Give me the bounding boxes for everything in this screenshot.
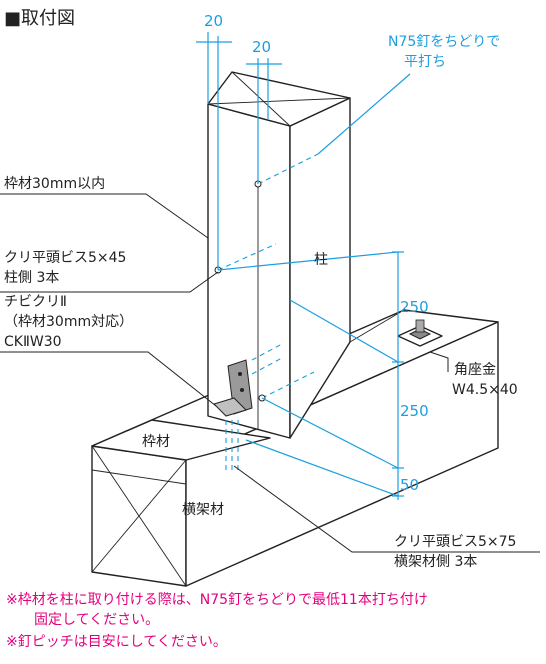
dim-20-left: 20	[204, 12, 223, 30]
dim-20-right: 20	[252, 38, 271, 56]
clip-bracket	[213, 359, 253, 417]
screw45-label-line1: クリ平頭ビス5×45	[4, 250, 126, 266]
clip-label-line1: チビクリⅡ	[4, 294, 67, 310]
diagram-title: ■取付図	[4, 8, 75, 29]
dim-250-upper: 250	[400, 298, 429, 316]
screw45-label-line2: 柱側 3本	[4, 270, 59, 286]
frame-label: 枠材	[142, 434, 170, 450]
footnote-line2: 固定してください。	[34, 612, 159, 628]
dimension-lines	[196, 32, 411, 500]
washer-label-line2: W4.5×40	[452, 382, 518, 398]
dim-50: 50	[400, 476, 419, 494]
clip-label-line2: （枠材30mm対応）	[4, 314, 133, 330]
nail-note-line1: N75釘をちどりで	[388, 33, 500, 50]
dim-250-lower: 250	[400, 402, 429, 420]
square-washer	[397, 319, 443, 347]
screws	[214, 153, 319, 470]
beam-label: 横架材	[182, 502, 224, 518]
column	[207, 71, 405, 439]
clip-label-line3: CKⅡW30	[4, 334, 62, 350]
column-label: 柱	[314, 252, 328, 268]
screw75-label-line2: 横架材側 3本	[394, 554, 477, 570]
leader-lines	[0, 193, 540, 553]
footnote-line3: ※釘ピッチは目安にしてください。	[6, 633, 227, 650]
footnote-line1: ※枠材を柱に取り付ける際は、N75釘をちどりで最低11本打ち付け	[6, 591, 428, 608]
nail-note-line2: 平打ち	[404, 53, 446, 70]
frame-within-label: 枠材30mm以内	[4, 176, 105, 192]
frame-member	[91, 419, 271, 461]
washer-label-line1: 角座金	[454, 362, 496, 378]
screw75-label-line1: クリ平頭ビス5×75	[394, 534, 516, 550]
